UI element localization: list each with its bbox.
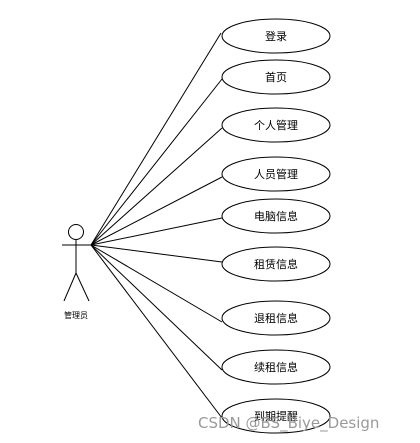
use-case-renewal-info[interactable]: 续租信息 (221, 349, 331, 385)
use-case-ellipse (221, 156, 331, 192)
association-line (90, 244, 223, 419)
association-line (90, 244, 223, 323)
use-case-personal-management[interactable]: 个人管理 (221, 107, 331, 143)
association-line (90, 127, 223, 246)
use-case-expiry-reminder[interactable]: 到期提醒 (221, 398, 331, 434)
use-case-login[interactable]: 登录 (221, 18, 331, 54)
use-case-label: 登录 (265, 29, 287, 43)
use-case-label: 个人管理 (254, 118, 298, 132)
use-case-label: 首页 (265, 70, 287, 84)
actor-head (68, 224, 84, 240)
use-case-home[interactable]: 首页 (221, 59, 331, 95)
use-case-return-info[interactable]: 退租信息 (221, 300, 331, 336)
use-case-ellipse (221, 18, 331, 54)
use-case-staff-management[interactable]: 人员管理 (221, 156, 331, 192)
use-case-ellipse (221, 107, 331, 143)
association-line (90, 217, 223, 246)
association-line (90, 32, 222, 246)
use-case-label: 到期提醒 (254, 410, 298, 423)
association-lines (90, 32, 223, 419)
use-case-rental-info[interactable]: 租赁信息 (221, 246, 331, 282)
use-case-ellipse (221, 246, 331, 282)
association-line (90, 176, 223, 246)
association-line (90, 244, 223, 263)
actor-right-leg (75, 272, 90, 302)
use-case-ellipse (221, 349, 331, 385)
use-case-ellipse (221, 398, 331, 434)
association-line (90, 78, 223, 246)
association-line (90, 244, 223, 371)
use-case-ellipse (221, 198, 331, 234)
watermark: CSDN @BS_Biye_Design (198, 414, 379, 433)
use-case-label: 租赁信息 (254, 257, 298, 271)
use-case-label: 退租信息 (254, 311, 298, 325)
use-case-label: 电脑信息 (254, 209, 298, 223)
use-case-label: 人员管理 (254, 167, 298, 181)
use-case-ellipse (221, 59, 331, 95)
actor-figure (62, 224, 91, 302)
use-case-computer-info[interactable]: 电脑信息 (221, 198, 331, 234)
use-case-label: 续租信息 (254, 360, 298, 374)
actor-label: 管理员 (64, 310, 88, 320)
actor-left-leg (63, 272, 77, 302)
use-case-ellipse (221, 300, 331, 336)
